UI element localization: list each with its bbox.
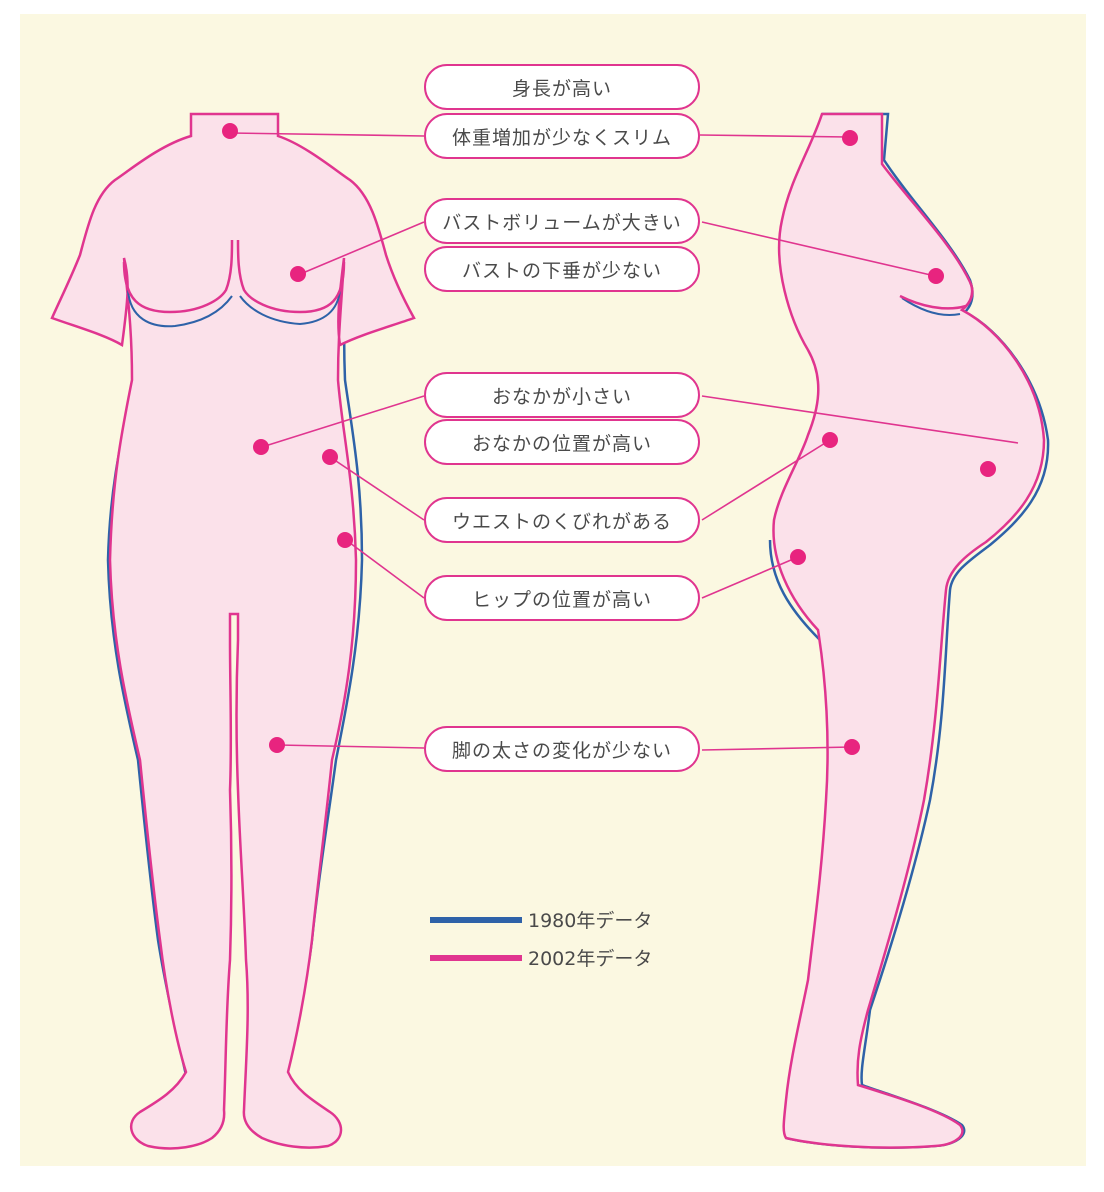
label-legs: 脚の太さの変化が少ない	[424, 726, 700, 772]
marker-bust-front	[290, 266, 306, 282]
marker-hip-front	[337, 532, 353, 548]
legend-label-2002: 2002年データ	[528, 944, 652, 971]
marker-bust-side	[928, 268, 944, 284]
marker-hip-side	[790, 549, 806, 565]
label-belly-small: おなかが小さい	[424, 372, 700, 418]
marker-belly-side	[980, 461, 996, 477]
label-belly-high: おなかの位置が高い	[424, 419, 700, 465]
label-tall: 身長が高い	[424, 64, 700, 110]
label-slim: 体重増加が少なくスリム	[424, 113, 700, 159]
legend-1980: 1980年データ	[430, 906, 652, 933]
legend-2002: 2002年データ	[430, 944, 652, 971]
marker-legs-side	[844, 739, 860, 755]
label-bust-sag: バストの下垂が少ない	[424, 246, 700, 292]
legend-swatch-1980	[430, 917, 522, 923]
legend-swatch-2002	[430, 955, 522, 961]
marker-waist-front	[322, 449, 338, 465]
label-bust-volume: バストボリュームが大きい	[424, 198, 700, 244]
marker-slim-front	[222, 123, 238, 139]
marker-slim-side	[842, 130, 858, 146]
label-waist: ウエストのくびれがある	[424, 497, 700, 543]
label-hip: ヒップの位置が高い	[424, 575, 700, 621]
legend-label-1980: 1980年データ	[528, 906, 652, 933]
marker-legs-front	[269, 737, 285, 753]
marker-waist-side	[822, 432, 838, 448]
marker-belly-front	[253, 439, 269, 455]
